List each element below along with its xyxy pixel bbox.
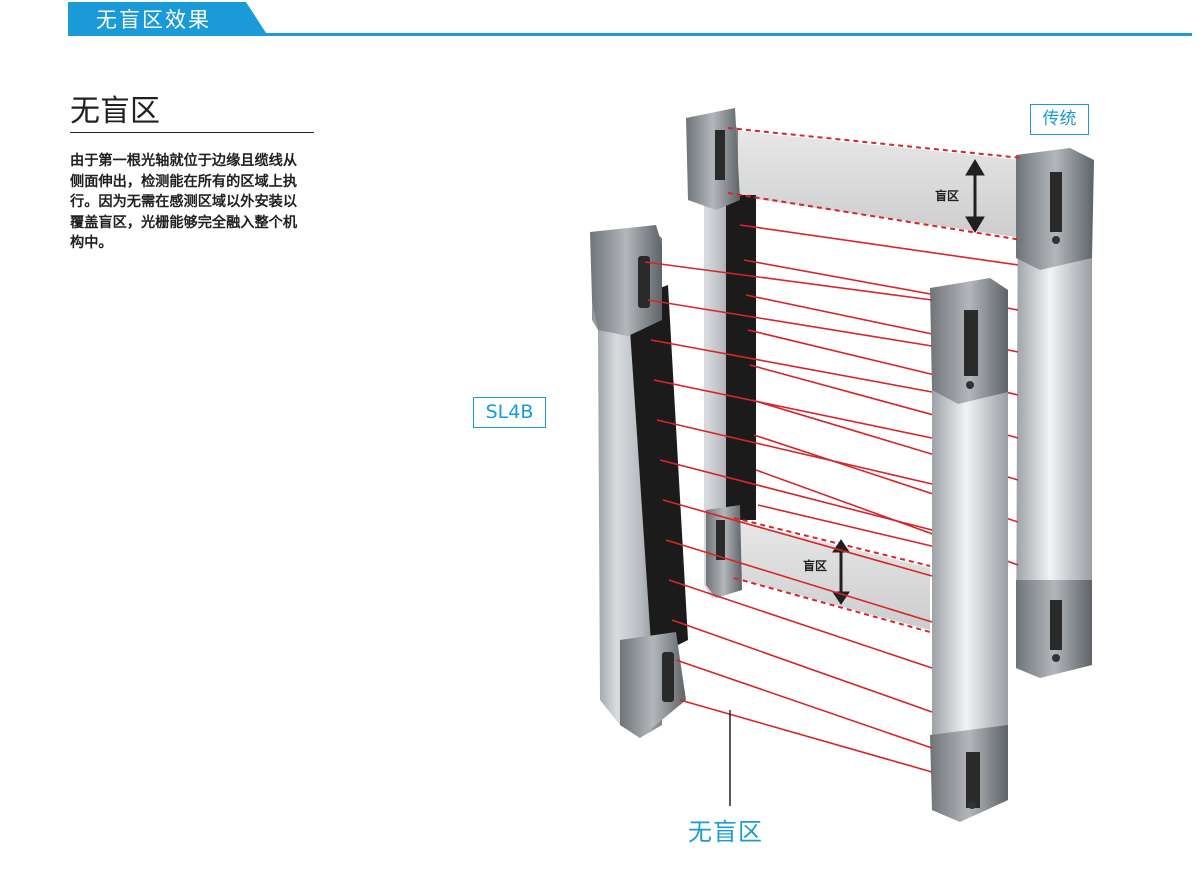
- front-left-emitter: [590, 225, 688, 738]
- blind-zone-panel-top: [728, 130, 1022, 238]
- section-divider: [70, 132, 314, 133]
- back-right-receiver: [1016, 148, 1094, 678]
- front-right-receiver: [930, 278, 1008, 822]
- blind-zone-dashes: [727, 127, 1023, 633]
- section-title: 无盲区: [70, 94, 160, 129]
- front-beams: [644, 261, 933, 773]
- header-title: 无盲区效果: [96, 8, 211, 32]
- blind-zone-label-mid: 盲区: [803, 559, 828, 573]
- header-tab: [68, 2, 268, 36]
- traditional-label: 传统: [1030, 104, 1089, 135]
- blind-zone-arrow-top: [965, 159, 985, 233]
- section-body: 由于第一根光轴就位于边缘且缆线从侧面伸出，检测能在所有的区域上执行。因为无需在感…: [70, 153, 298, 252]
- blind-zone-panel-bottom: [734, 520, 930, 630]
- header-rule: [68, 33, 1192, 36]
- no-blind-zone-label: 无盲区: [688, 818, 763, 846]
- blind-zone-label-top: 盲区: [935, 189, 960, 203]
- sl4b-label: SL4B: [473, 397, 546, 428]
